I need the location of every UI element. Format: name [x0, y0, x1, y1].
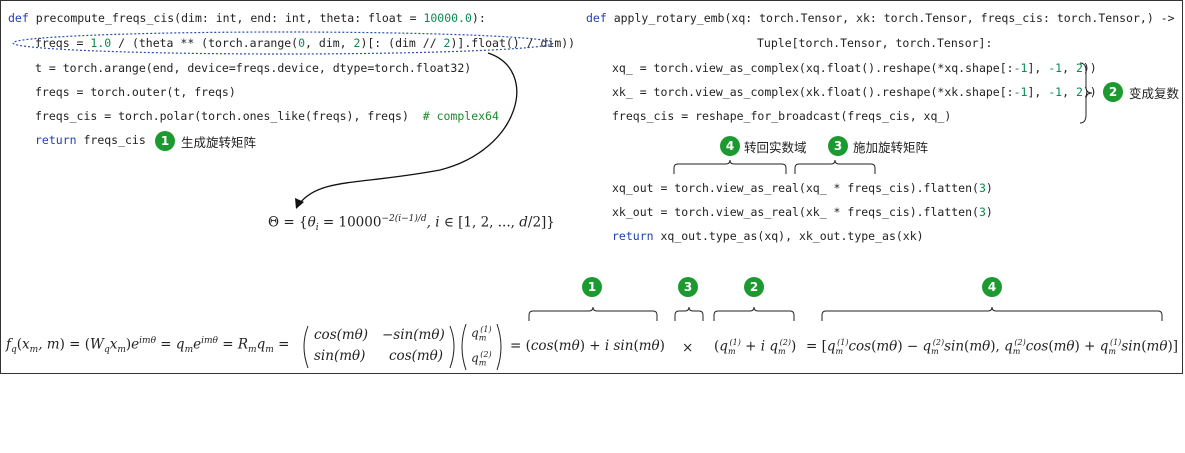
step-badge-3: 3 — [828, 136, 848, 156]
theta-arrowhead — [295, 198, 304, 209]
matrix-cell-21: sin(mθ) — [314, 348, 366, 364]
code-line-return-freqs: return freqs_cis — [35, 133, 146, 147]
annotation-to-complex: 变成复数 — [1129, 86, 1180, 101]
complex-q-term: (qm(1) + i qm(2)) — [714, 338, 797, 357]
diagram-frame — [0, 0, 1183, 374]
formula-lhs: fq(xm, m) = (Wqxm)eimθ = qmeimθ = Rmqm = — [6, 336, 290, 356]
step-badge-1: 1 — [155, 131, 175, 151]
brace-step-3 — [794, 159, 876, 174]
step-badge-2: 2 — [1103, 82, 1123, 102]
code-line-xq-complex: xq_ = torch.view_as_complex(xq.float().r… — [612, 61, 1097, 75]
matrix-left-paren — [303, 325, 309, 369]
freqs-highlight-ellipse — [12, 31, 554, 55]
formula-badge-1: 1 — [582, 277, 602, 297]
vector-q1: qm(1) — [471, 325, 492, 343]
code-line-reshape-broadcast: freqs_cis = reshape_for_broadcast(freqs_… — [612, 109, 952, 123]
code-line-return-type: Tuple[torch.Tensor, torch.Tensor]: — [757, 36, 993, 50]
formula-brace-4 — [821, 306, 1163, 321]
code-line-return-out: return xq_out.type_as(xq), xk_out.type_a… — [612, 229, 924, 243]
theta-arrow — [299, 52, 518, 204]
code-line-polar: freqs_cis = torch.polar(torch.ones_like(… — [35, 109, 499, 123]
code-line-freqs: freqs = 1.0 / (theta ** (torch.arange(0,… — [35, 36, 576, 50]
times-sign: × — [682, 340, 694, 356]
formula-brace-3 — [674, 306, 704, 321]
formula-badge-3: 3 — [678, 277, 698, 297]
formula-badge-4: 4 — [982, 277, 1002, 297]
code-line-def-precompute: def precompute_freqs_cis(dim: int, end: … — [8, 11, 486, 25]
formula-badge-2: 2 — [744, 277, 764, 297]
code-line-outer: freqs = torch.outer(t, freqs) — [35, 85, 236, 99]
matrix-cell-22: cos(mθ) — [389, 348, 444, 364]
step-badge-4: 4 — [720, 136, 740, 156]
code-line-xk-out: xk_out = torch.view_as_real(xk_ * freqs_… — [612, 205, 993, 219]
rotation-term: = (cos(mθ) + i sin(mθ) — [510, 338, 665, 354]
vector-q2: qm(2) — [471, 350, 492, 368]
code-line-xk-complex: xk_ = torch.view_as_complex(xk.float().r… — [612, 85, 1097, 99]
formula-brace-2 — [713, 306, 795, 321]
brace-step-4 — [673, 159, 787, 174]
annotation-back-to-real: 转回实数域 — [744, 140, 807, 155]
annotation-generate-rotation-matrix: 生成旋转矩阵 — [181, 135, 257, 150]
matrix-cell-12: −sin(mθ) — [382, 327, 445, 343]
matrix-right-paren — [449, 325, 455, 369]
matrix-cell-11: cos(mθ) — [314, 327, 369, 343]
formula-brace-1 — [528, 306, 658, 321]
code-line-xq-out: xq_out = torch.view_as_real(xq_ * freqs_… — [612, 181, 993, 195]
annotation-apply-rotation: 施加旋转矩阵 — [853, 140, 929, 155]
code-line-t: t = torch.arange(end, device=freqs.devic… — [35, 61, 472, 75]
code-line-def-apply-rotary: def apply_rotary_emb(xq: torch.Tensor, x… — [586, 11, 1175, 25]
vector-left-paren — [461, 323, 467, 371]
vector-right-paren — [496, 323, 502, 371]
complex-brace — [1079, 62, 1093, 124]
result-term: = [qm(1)cos(mθ) − qm(2)sin(mθ), qm(2)cos… — [806, 338, 1179, 357]
theta-formula: Θ = {θi = 10000−2(i−1)/d, i ∈ [1, 2, ...… — [268, 214, 555, 234]
